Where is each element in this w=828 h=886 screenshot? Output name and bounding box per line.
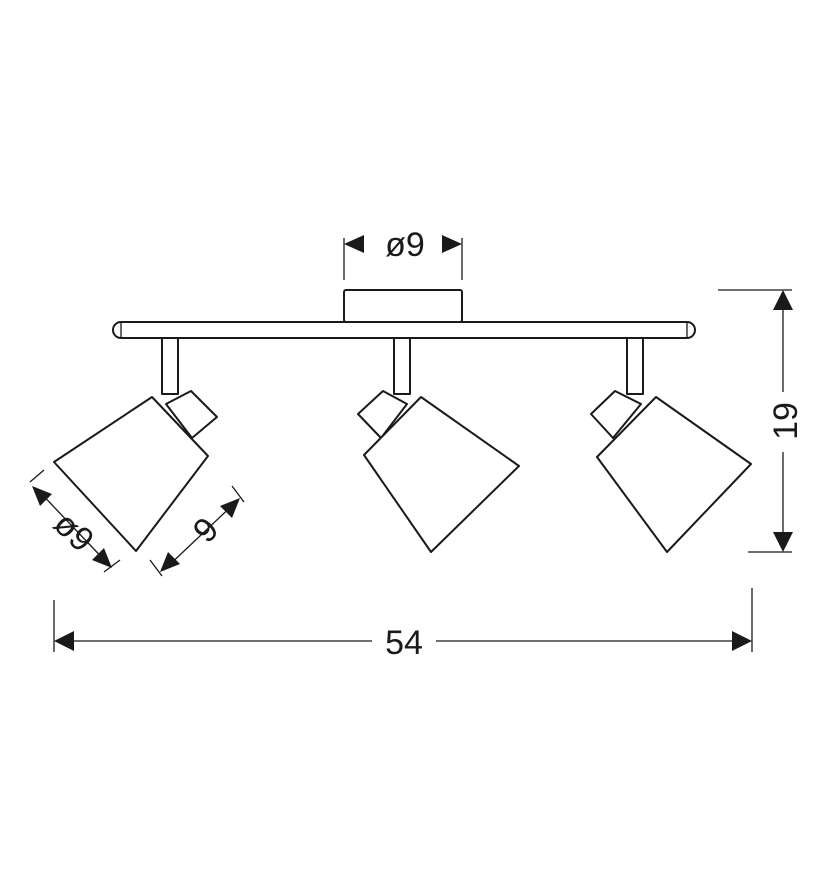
spotlight-right-joint bbox=[590, 390, 642, 439]
spotlight-middle-shade bbox=[363, 396, 520, 553]
dimension-canopy-diameter: ø9 bbox=[343, 226, 463, 280]
dimension-height: 19 bbox=[718, 289, 805, 553]
spotlight-middle-joint bbox=[357, 390, 408, 439]
spotlight-left bbox=[53, 337, 218, 552]
spotlight-middle bbox=[357, 337, 520, 553]
spotlight-left-shade bbox=[53, 396, 209, 552]
dimension-total-width: 54 bbox=[53, 588, 753, 662]
spotlight-right bbox=[590, 337, 752, 553]
ceiling-canopy bbox=[343, 289, 463, 323]
height-label: 19 bbox=[767, 402, 805, 440]
spotlight-right-stem bbox=[626, 337, 644, 395]
spotlight-left-joint bbox=[165, 390, 218, 439]
mounting-bar bbox=[112, 321, 696, 339]
total-width-label: 54 bbox=[385, 624, 423, 662]
shade-diameter-label: ø9 bbox=[46, 505, 101, 560]
spotlight-middle-stem bbox=[393, 337, 411, 395]
spotlight-left-stem bbox=[161, 337, 179, 395]
spotlight-right-shade bbox=[596, 396, 752, 553]
canopy-diameter-label: ø9 bbox=[385, 226, 425, 264]
